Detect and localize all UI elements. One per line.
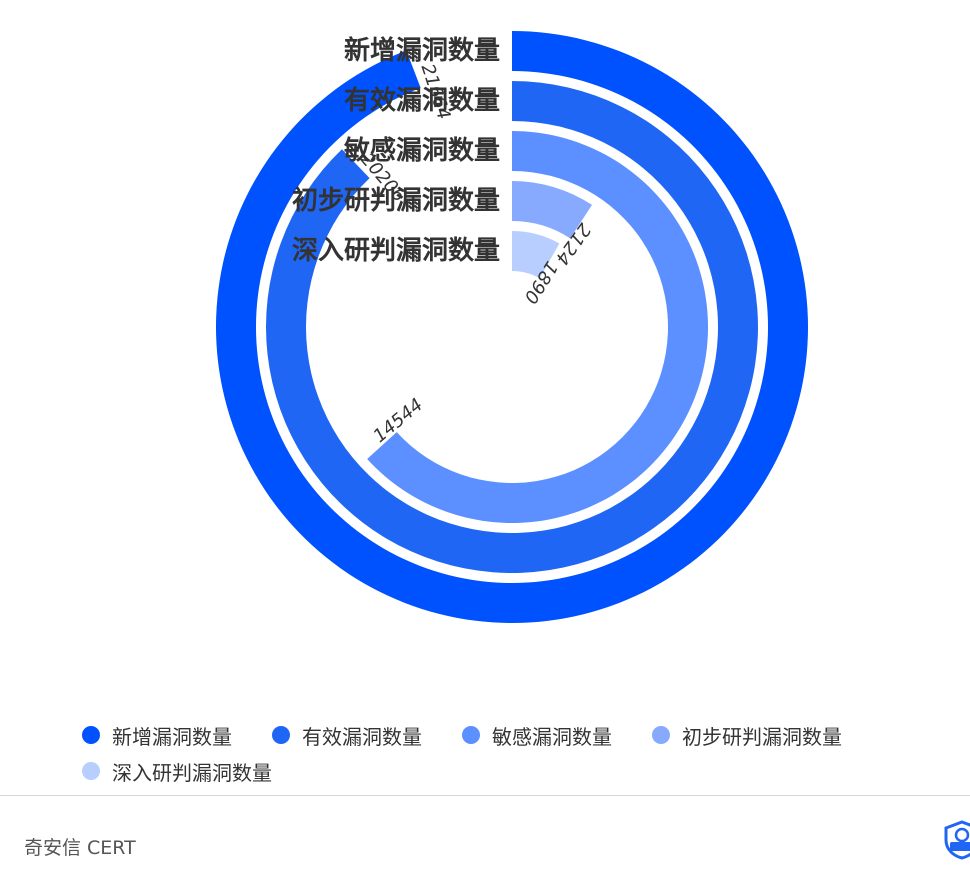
- source-label: 奇安信 CERT: [24, 837, 136, 859]
- legend-swatch: [272, 726, 290, 744]
- legend-item-1[interactable]: 新增漏洞数量: [82, 722, 232, 749]
- bar-label-1: 新增漏洞数量: [344, 35, 500, 66]
- cert-shield-icon: [942, 820, 970, 860]
- bar-3[interactable]: [367, 131, 708, 524]
- legend-label: 有效漏洞数量: [302, 724, 422, 749]
- legend-item-4[interactable]: 初步研判漏洞数量: [652, 722, 842, 749]
- legend-label: 敏感漏洞数量: [492, 724, 612, 749]
- bar-4[interactable]: [512, 181, 593, 239]
- bar-label-3: 敏感漏洞数量: [343, 136, 500, 166]
- legend-swatch: [82, 726, 100, 744]
- legend-swatch: [462, 726, 480, 744]
- legend-item-3[interactable]: 敏感漏洞数量: [462, 722, 612, 749]
- legend-item-5[interactable]: 深入研判漏洞数量: [82, 758, 272, 785]
- footer-divider: [0, 795, 970, 796]
- legend-label: 初步研判漏洞数量: [682, 724, 842, 749]
- bar-label-5: 深入研判漏洞数量: [292, 236, 500, 266]
- bar-5[interactable]: [512, 231, 560, 279]
- legend-swatch: [652, 726, 670, 744]
- legend-swatch: [82, 762, 100, 780]
- bar-label-4: 初步研判漏洞数量: [292, 185, 500, 216]
- bars-group: [215, 31, 808, 623]
- legend-item-2[interactable]: 有效漏洞数量: [272, 722, 422, 749]
- legend-label: 新增漏洞数量: [112, 724, 232, 749]
- bar-label-2: 有效漏洞数量: [344, 85, 500, 116]
- legend: 新增漏洞数量 有效漏洞数量 敏感漏洞数量 初步研判漏洞数量深入研判漏洞数量: [82, 722, 962, 785]
- legend-label: 深入研判漏洞数量: [112, 760, 272, 785]
